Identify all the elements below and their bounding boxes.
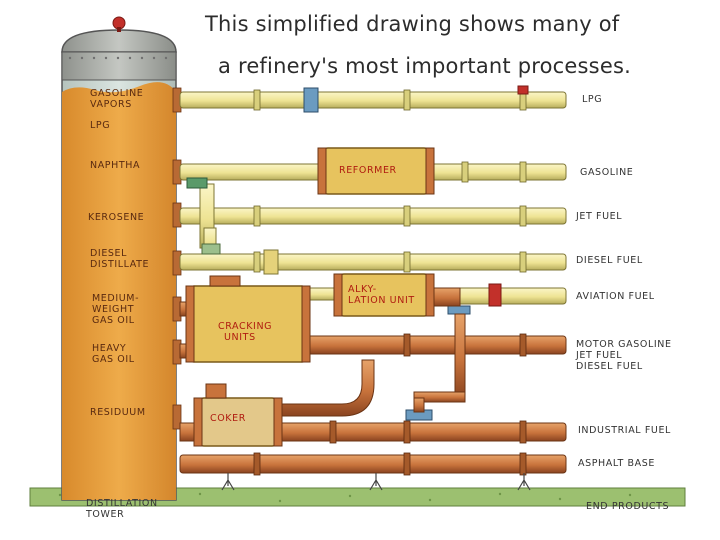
pipe-joints bbox=[253, 89, 527, 273]
pipe-kerosene bbox=[179, 207, 567, 225]
valve-red-top bbox=[517, 85, 529, 95]
alkylation-unit bbox=[333, 273, 435, 317]
pipe-cracking-to-coker bbox=[277, 359, 375, 417]
tower-nozzles bbox=[172, 87, 182, 430]
pipe-diesel bbox=[179, 253, 567, 271]
pipe-asphalt bbox=[179, 454, 567, 474]
cracking-units bbox=[185, 275, 311, 363]
tower-caption: Distillation Tower bbox=[86, 498, 158, 520]
pipe-gasoline-out bbox=[429, 163, 567, 181]
product-gasoline: Gasoline bbox=[580, 167, 634, 178]
fraction-medium-gas-oil: Medium- Weight Gas Oil bbox=[92, 293, 140, 326]
fraction-lpg: LPG bbox=[90, 120, 111, 131]
valves bbox=[186, 85, 529, 421]
title-line-1: This simplified drawing shows many of bbox=[205, 12, 620, 36]
product-aviation-fuel: Aviation Fuel bbox=[576, 291, 655, 302]
coker-unit bbox=[193, 383, 283, 447]
valve-red-aviation bbox=[488, 283, 502, 307]
yellow-pipes bbox=[179, 91, 567, 305]
product-diesel-fuel: Diesel Fuel bbox=[576, 255, 643, 266]
fraction-residuum: Residuum bbox=[90, 407, 146, 418]
valve-green-bottom bbox=[201, 243, 221, 255]
coker-label: Coker bbox=[210, 413, 246, 424]
title-line-2: a refinery's most important processes. bbox=[218, 54, 631, 78]
copper-joints bbox=[253, 333, 527, 476]
product-asphalt-base: Asphalt Base bbox=[578, 458, 655, 469]
pipe-alky-down bbox=[454, 313, 466, 399]
valve-green-naphtha bbox=[186, 177, 208, 189]
valve-blue-alky bbox=[447, 305, 471, 315]
product-motor-gasoline: Motor Gasoline Jet Fuel Diesel Fuel bbox=[576, 339, 672, 372]
valve-yellow-diesel bbox=[263, 249, 279, 275]
pipe-lpg bbox=[179, 91, 567, 109]
fraction-gasoline-vapors: Gasoline Vapors bbox=[90, 88, 144, 110]
distillation-tower bbox=[61, 16, 177, 501]
product-lpg: LPG bbox=[582, 94, 603, 105]
valve-blue-lpg bbox=[303, 87, 319, 113]
product-industrial-fuel: Industrial Fuel bbox=[578, 425, 671, 436]
pipe-supports bbox=[221, 473, 531, 491]
fraction-diesel-distillate: Diesel Distillate bbox=[90, 248, 150, 270]
reformer-label: Reformer bbox=[339, 165, 397, 176]
end-products-caption: End Products bbox=[586, 501, 670, 512]
product-jet-fuel: Jet Fuel bbox=[576, 211, 623, 222]
fraction-kerosene: Kerosene bbox=[88, 212, 145, 223]
alkylation-label: Alky- lation Unit bbox=[348, 284, 415, 306]
pipe-valve-stem bbox=[413, 397, 425, 413]
pipe-alky-joint bbox=[413, 391, 466, 403]
reformer-unit bbox=[317, 147, 435, 195]
cracking-label: Cracking Units bbox=[218, 321, 273, 343]
fraction-heavy-gas-oil: Heavy Gas Oil bbox=[92, 343, 135, 365]
fraction-naphtha: Naphtha bbox=[90, 160, 141, 171]
ground-strip bbox=[29, 487, 686, 507]
